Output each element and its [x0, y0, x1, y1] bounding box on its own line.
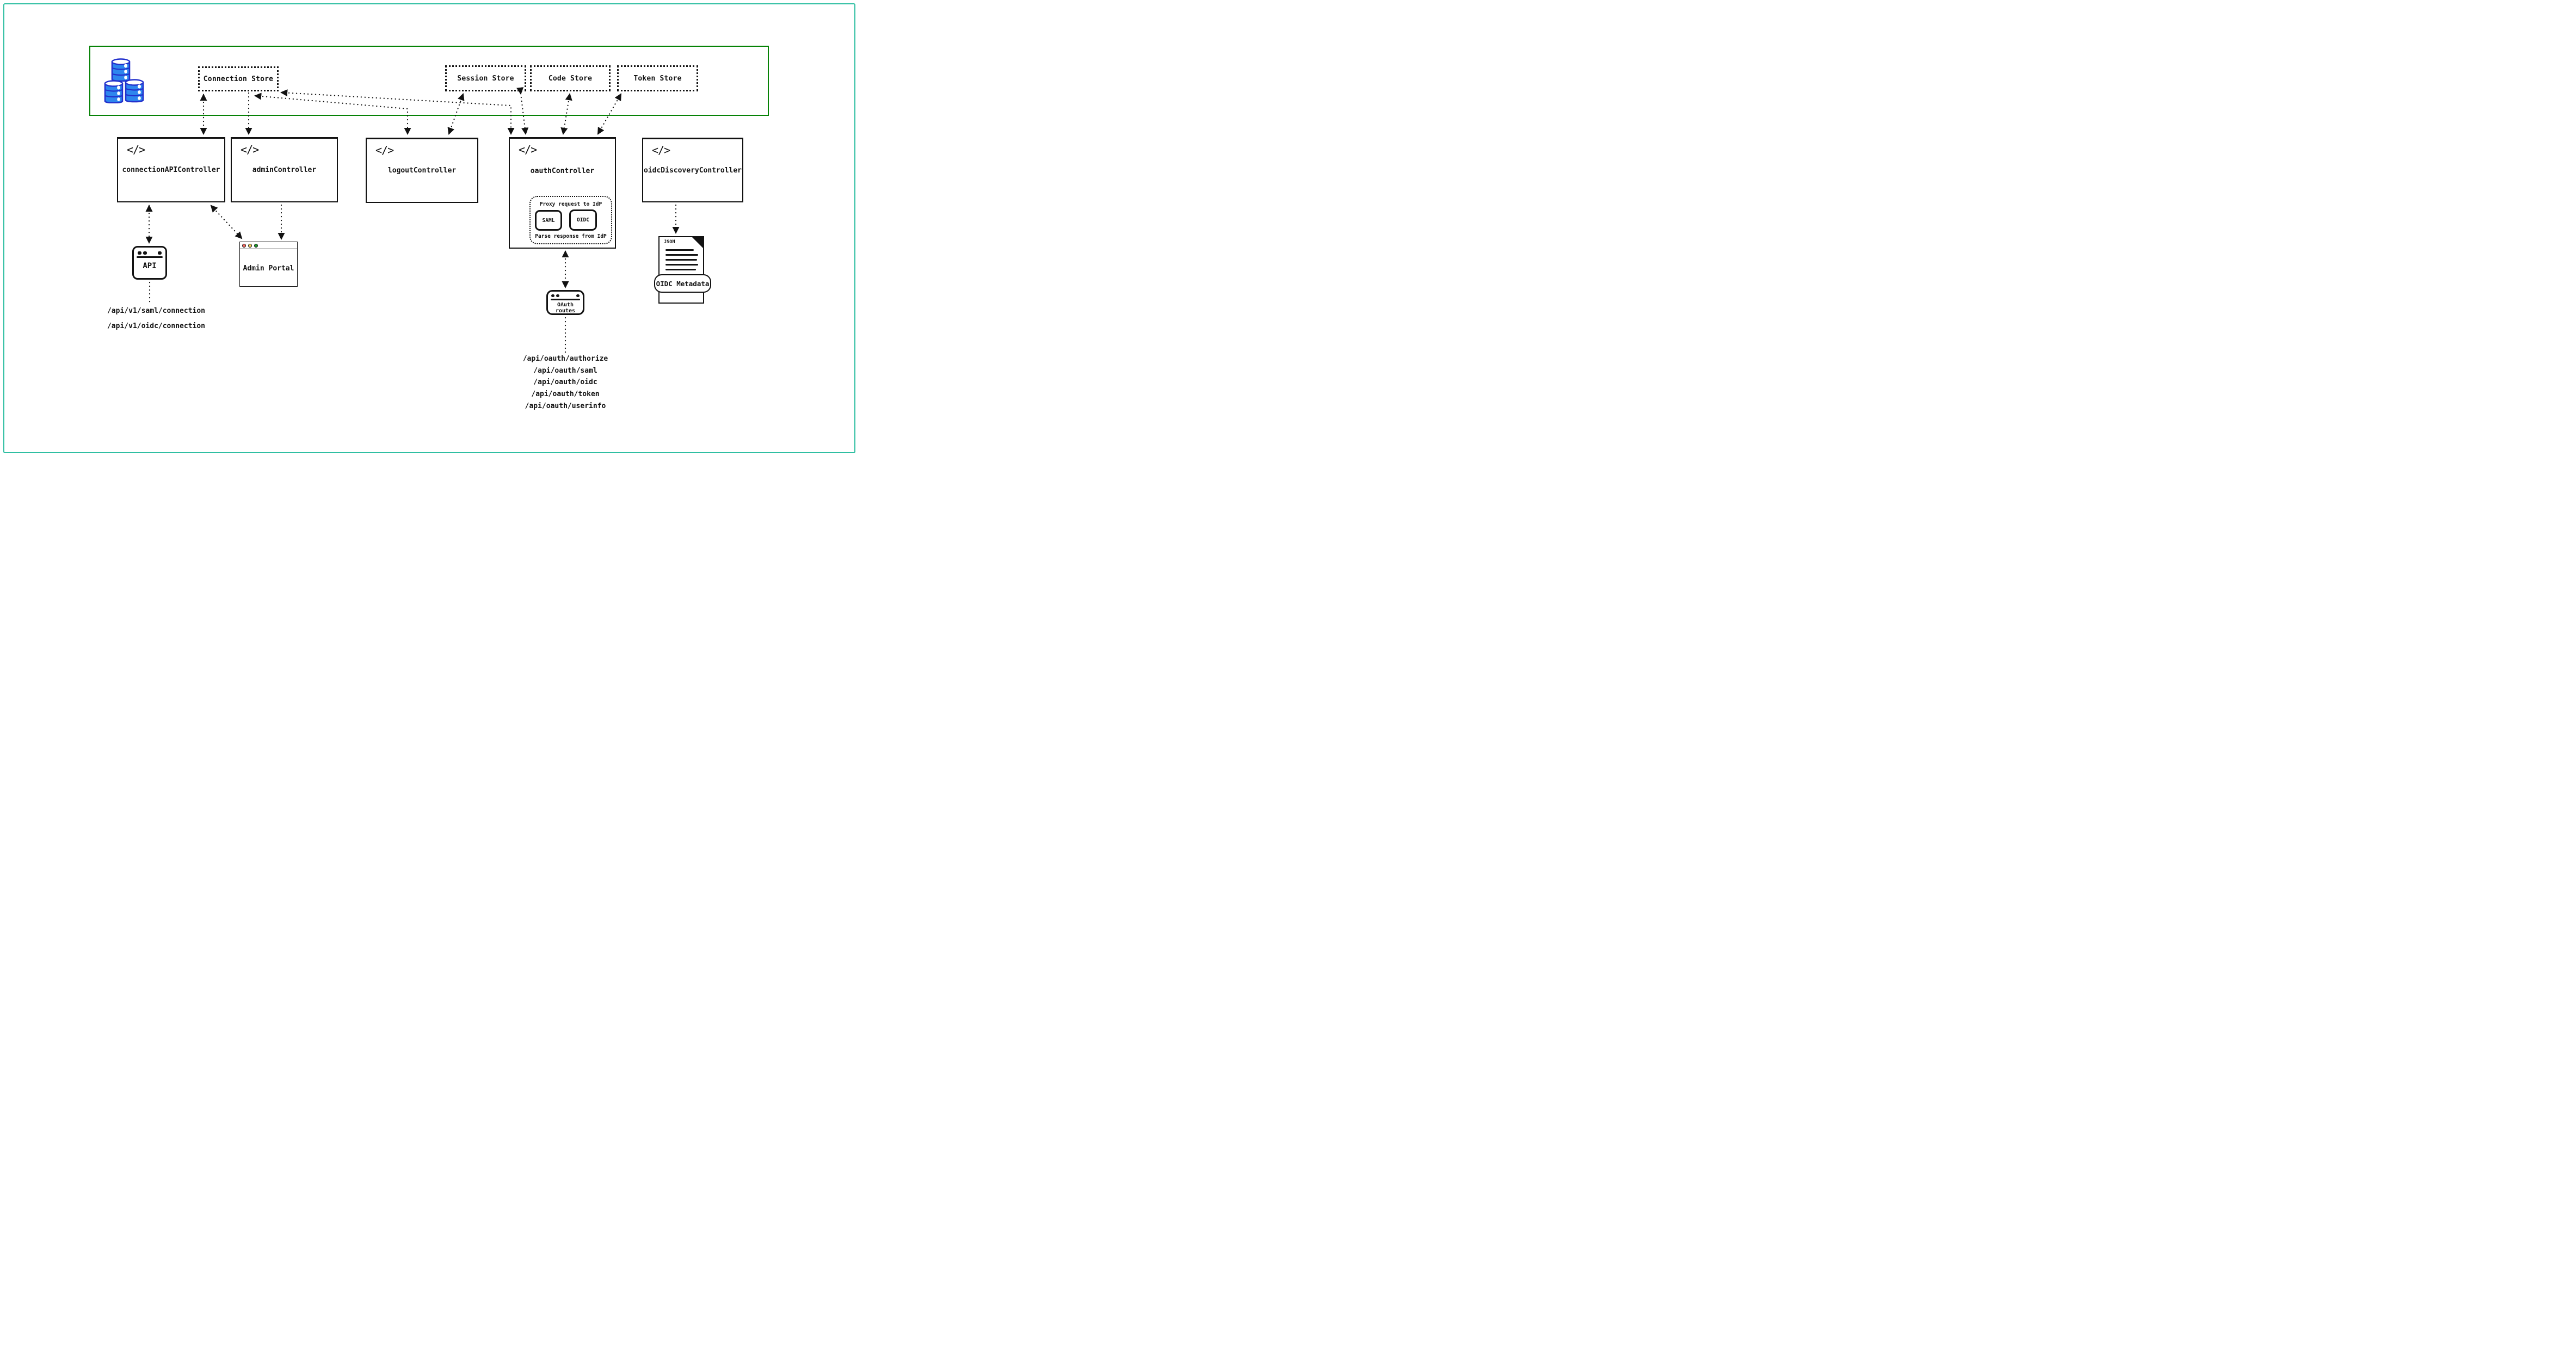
code-store-box: Code Store [530, 65, 611, 91]
logout-controller-label: logoutController [387, 166, 457, 175]
code-icon: </> [519, 143, 537, 156]
portal-titlebar [240, 242, 297, 249]
oauth-route: /api/oauth/token [531, 390, 600, 399]
window-dot [158, 251, 162, 255]
code-store-label: Code Store [548, 74, 593, 83]
connection-store-box: Connection Store [198, 66, 279, 91]
proxy-request-label: Proxy request to IdP [539, 201, 602, 207]
maximize-window-dot [254, 244, 258, 248]
token-store-box: Token Store [617, 65, 698, 91]
parse-response-label: Parse response from IdP [535, 233, 607, 239]
saml-chip: SAML [535, 210, 562, 231]
connection-store-label: Connection Store [203, 75, 274, 83]
oauth-route: /api/oauth/oidc [533, 378, 597, 387]
api-window-icon: API [132, 246, 167, 280]
doc-text-line [665, 264, 698, 266]
oauth-controller-label: oauthController [530, 167, 595, 175]
oauth-route-list: /api/oauth/authorize /api/oauth/saml /ap… [484, 353, 647, 412]
oauth-route: /api/oauth/authorize [522, 355, 608, 363]
oidc-metadata-pill: OIDC Metadata [654, 274, 711, 293]
window-titlebar-line [137, 256, 163, 258]
token-store-label: Token Store [633, 74, 682, 83]
page-fold [691, 236, 704, 249]
api-route: /api/v1/saml/connection [107, 307, 205, 315]
code-icon: </> [241, 143, 259, 156]
session-store-label: Session Store [457, 74, 514, 83]
window-dot [576, 294, 580, 297]
doc-text-line [665, 259, 697, 261]
api-label: API [143, 262, 157, 270]
minimize-window-dot [248, 244, 252, 248]
oidc-label: OIDC [577, 217, 589, 223]
doc-text-line [665, 269, 696, 270]
oidc-metadata-label: OIDC Metadata [656, 279, 710, 288]
idp-proxy-box: Proxy request to IdP SAML OIDC Parse res… [529, 196, 612, 244]
oauth-routes-label: OAuth routes [555, 302, 576, 314]
window-dot [143, 251, 147, 255]
architecture-diagram: Connection Store Session Store Code Stor… [0, 0, 859, 456]
logout-controller-box: </> logoutController [366, 138, 478, 203]
oauth-route: /api/oauth/userinfo [525, 402, 606, 410]
oauth-route: /api/oauth/saml [533, 366, 597, 375]
doc-text-line [665, 249, 694, 251]
api-route: /api/v1/oidc/connection [107, 322, 205, 330]
session-store-box: Session Store [445, 65, 526, 91]
api-route-list: /api/v1/saml/connection /api/v1/oidc/con… [75, 304, 238, 334]
doc-text-line [665, 254, 698, 256]
admin-controller-label: adminController [252, 166, 317, 174]
window-dot [551, 294, 554, 297]
admin-portal-window: Admin Portal [239, 242, 298, 287]
close-window-dot [242, 244, 246, 248]
oidc-discovery-controller-box: </> oidcDiscoveryController [642, 138, 743, 202]
connection-api-controller-box: </> connectionAPIController [117, 137, 225, 202]
admin-controller-box: </> adminController [231, 137, 338, 202]
oidc-discovery-controller-label: oidcDiscoveryController [643, 166, 742, 175]
json-document-icon: JSON [658, 236, 704, 304]
window-titlebar-line [551, 299, 580, 300]
json-badge: JSON [664, 239, 675, 245]
code-icon: </> [127, 143, 145, 156]
window-dot [138, 251, 141, 255]
code-icon: </> [375, 144, 394, 157]
code-icon: </> [652, 144, 670, 157]
admin-portal-label: Admin Portal [243, 264, 294, 273]
saml-label: SAML [542, 217, 555, 224]
oauth-controller-box: </> oauthController Proxy request to IdP… [509, 137, 616, 249]
window-dot [556, 294, 559, 297]
database-icon [104, 58, 144, 103]
oidc-chip: OIDC [569, 209, 597, 231]
arrow-connection-api-admin-portal [210, 205, 243, 239]
oauth-routes-window-icon: OAuth routes [546, 290, 584, 315]
connection-api-controller-label: connectionAPIController [122, 166, 220, 174]
